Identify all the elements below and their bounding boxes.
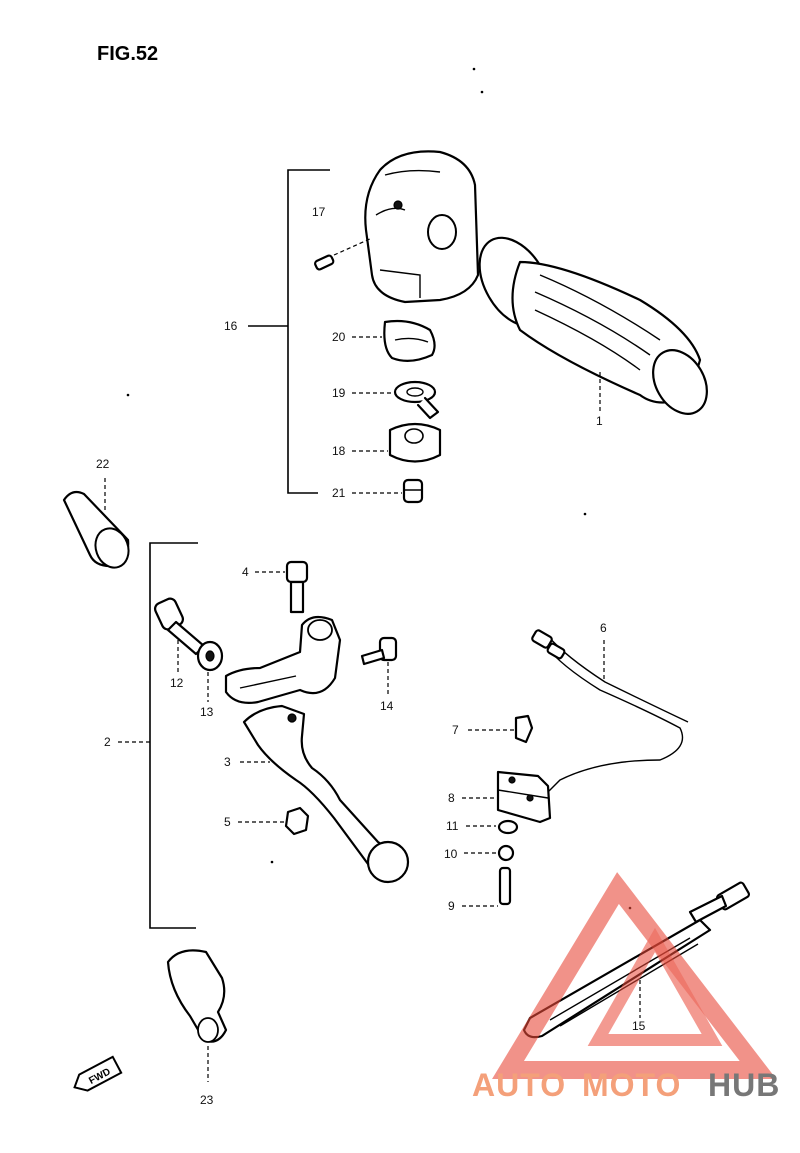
watermark-logo — [492, 872, 777, 1079]
lever-holder — [224, 615, 342, 704]
figure-title: FIG.52 — [97, 43, 158, 65]
screw-21 — [352, 478, 424, 504]
clutch-lever-3 — [240, 704, 410, 884]
boot-23 — [166, 949, 228, 1082]
callout-12: 12 — [170, 676, 184, 690]
watermark-hub: HUB — [708, 1067, 780, 1103]
callout-4: 4 — [242, 565, 249, 579]
callout-6: 6 — [600, 621, 607, 635]
watermark-moto: MOTO — [582, 1067, 681, 1103]
callout-8: 8 — [448, 791, 455, 805]
callout-15: 15 — [632, 1019, 646, 1033]
screw-14 — [360, 636, 398, 696]
handlebar-grip — [478, 236, 708, 415]
washer-11 — [466, 819, 519, 835]
callout-18: 18 — [332, 444, 346, 458]
callout-20: 20 — [332, 330, 346, 344]
clutch-switch-wire-6 — [531, 629, 689, 793]
callout-17: 17 — [312, 205, 326, 219]
callout-22: 22 — [96, 457, 110, 471]
callout-9: 9 — [448, 899, 455, 913]
watermark-auto: AUTO — [472, 1067, 566, 1103]
switch-knob-20 — [352, 319, 436, 362]
dust-cover-22 — [62, 478, 130, 569]
watermark-text: AUTO MOTO HUB — [472, 1067, 780, 1103]
callout-3: 3 — [224, 755, 231, 769]
callout-10: 10 — [444, 847, 458, 861]
forward-arrow-icon: FWD — [73, 1055, 123, 1092]
clip-7 — [468, 714, 534, 744]
callout-1: 1 — [596, 414, 603, 428]
callout-23: 23 — [200, 1093, 214, 1107]
callout-7: 7 — [452, 723, 459, 737]
screw-17 — [314, 237, 373, 271]
bracket-16 — [248, 169, 330, 494]
switch-housing-assembly — [364, 150, 480, 304]
nut-5 — [238, 806, 310, 836]
callout-21: 21 — [332, 486, 346, 500]
washer-19 — [352, 380, 440, 420]
callout-14: 14 — [380, 699, 394, 713]
bolt-4 — [255, 560, 309, 614]
callout-5: 5 — [224, 815, 231, 829]
nut-13 — [196, 640, 224, 702]
switch-base-18 — [352, 422, 442, 463]
callout-16: 16 — [224, 319, 238, 333]
switch-8 — [462, 770, 552, 824]
screw-9 — [462, 866, 512, 907]
washer-10 — [464, 844, 515, 862]
callout-2: 2 — [104, 735, 111, 749]
callout-19: 19 — [332, 386, 346, 400]
pivot-bolt-12 — [153, 597, 206, 674]
callout-11: 11 — [446, 819, 459, 833]
bracket-2 — [118, 542, 198, 929]
callout-13: 13 — [200, 705, 214, 719]
